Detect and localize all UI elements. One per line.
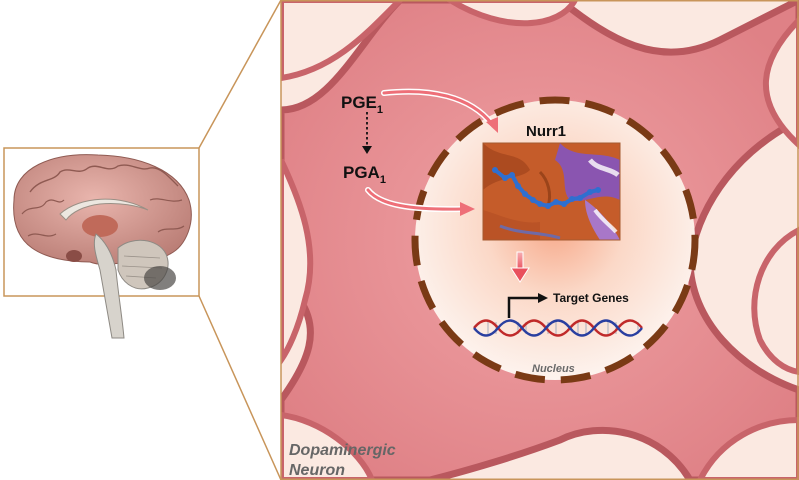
pge1-to-pga1-dotted-arrow (362, 112, 372, 154)
neuron-label-line2: Neuron (289, 462, 345, 479)
neuron-zoom-panel (281, 0, 799, 480)
pge1-label: PGE1 (341, 93, 383, 116)
dna-double-helix-icon (473, 319, 643, 337)
zoom-panel-border (280, 0, 799, 480)
pga1-to-nurr1-arrow (365, 187, 475, 216)
pga1-label: PGA1 (343, 163, 386, 186)
brain-sagittal-section-icon (13, 154, 192, 339)
zoom-connector-lines (198, 0, 282, 480)
transcription-start-arrow-icon (507, 293, 548, 318)
nucleus-label: Nucleus (532, 363, 575, 375)
neuron-label-line1: Dopaminergic (289, 442, 396, 459)
pge1-to-nurr1-arrow (381, 88, 498, 133)
target-genes-label: Target Genes (553, 291, 629, 305)
nurr1-protein-structure-icon (482, 142, 621, 241)
nuclear-envelope-dashed (411, 96, 699, 384)
nurr1-label: Nurr1 (526, 123, 566, 140)
nurr1-to-target-genes-arrow (510, 251, 530, 283)
